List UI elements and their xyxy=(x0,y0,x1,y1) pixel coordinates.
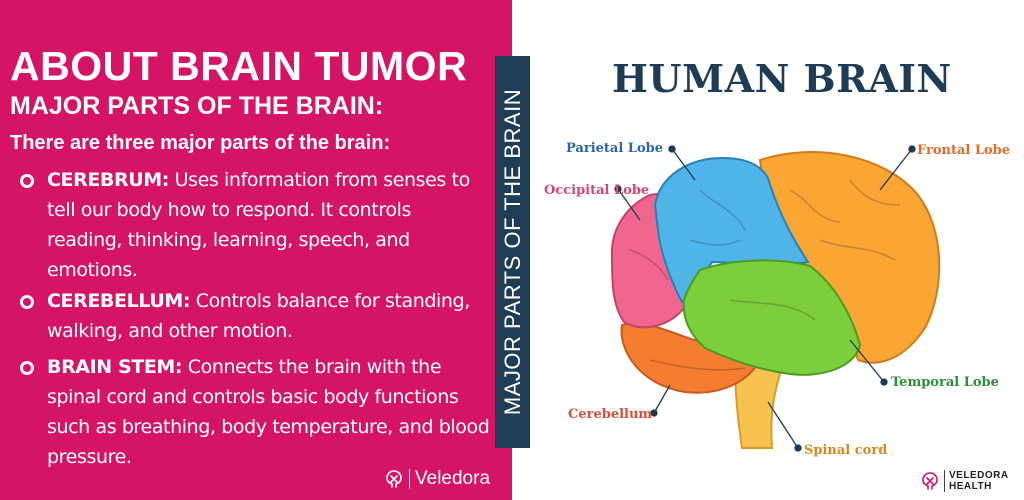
spinal-cord-shape xyxy=(733,358,786,449)
label-temporal-lobe: Temporal Lobe xyxy=(891,375,999,390)
label-parietal-lobe: Parietal Lobe xyxy=(566,141,663,156)
list-item-text: CEREBELLUM: Controls balance for standin… xyxy=(20,286,490,346)
list-item-brain-stem: BRAIN STEM: Connects the brain with the … xyxy=(20,352,490,472)
bullet-circle-icon xyxy=(20,174,34,188)
page-title: ABOUT BRAIN TUMOR xyxy=(10,43,468,89)
list-item-term: CEREBELLUM: xyxy=(47,290,191,312)
brain-fold-lines xyxy=(629,179,901,371)
veledora-health-logo: VELEDORA HEALTH xyxy=(920,470,1009,492)
brain-illustration xyxy=(610,145,941,452)
logo-divider xyxy=(409,469,410,489)
list-item-description: Controls balance for standing, walking, … xyxy=(47,290,470,342)
list-item-term: BRAIN STEM: xyxy=(47,356,183,378)
list-item-description: Connects the brain with the spinal cord … xyxy=(47,356,490,468)
brand-line-2: HEALTH xyxy=(949,481,992,492)
parietal-lobe-shape xyxy=(653,156,810,304)
label-occipital-lobe: Occipital Lobe xyxy=(544,183,650,198)
list-item-description: Uses information from senses to tell our… xyxy=(47,169,470,281)
list-item-text: CEREBRUM: Uses information from senses t… xyxy=(20,165,490,285)
list-item-text: BRAIN STEM: Connects the brain with the … xyxy=(20,352,490,472)
section-subtitle: MAJOR PARTS OF THE BRAIN: xyxy=(10,92,384,120)
label-pointer-lines xyxy=(614,145,916,452)
diagram-title: HUMAN BRAIN xyxy=(612,56,952,101)
left-info-panel: ABOUT BRAIN TUMOR MAJOR PARTS OF THE BRA… xyxy=(0,0,512,500)
label-spinal-cord: Spinal cord xyxy=(804,443,888,458)
temporal-lobe-shape xyxy=(682,259,862,376)
logo-divider xyxy=(944,470,945,492)
logo-text: Veledora xyxy=(415,468,491,489)
bullet-circle-icon xyxy=(20,295,34,309)
list-item-cerebrum: CEREBRUM: Uses information from senses t… xyxy=(20,165,490,285)
bullet-circle-icon xyxy=(20,361,34,375)
list-item-term: CEREBRUM: xyxy=(47,169,169,191)
side-banner: MAJOR PARTS OF THE BRAIN xyxy=(495,56,530,448)
label-cerebellum: Cerebellum xyxy=(568,407,653,422)
list-item-cerebellum: CEREBELLUM: Controls balance for standin… xyxy=(20,286,490,346)
veledora-health-mark-icon xyxy=(922,472,938,490)
label-frontal-lobe: Frontal Lobe xyxy=(917,143,1011,158)
brand-line-1: VELEDORA xyxy=(949,470,1009,481)
veledora-mark-icon xyxy=(386,470,402,488)
veledora-logo: Veledora xyxy=(384,468,490,490)
side-banner-text: MAJOR PARTS OF THE BRAIN xyxy=(499,88,525,416)
intro-text: There are three major parts of the brain… xyxy=(10,132,391,154)
brand-name: VELEDORA HEALTH xyxy=(949,470,1009,492)
